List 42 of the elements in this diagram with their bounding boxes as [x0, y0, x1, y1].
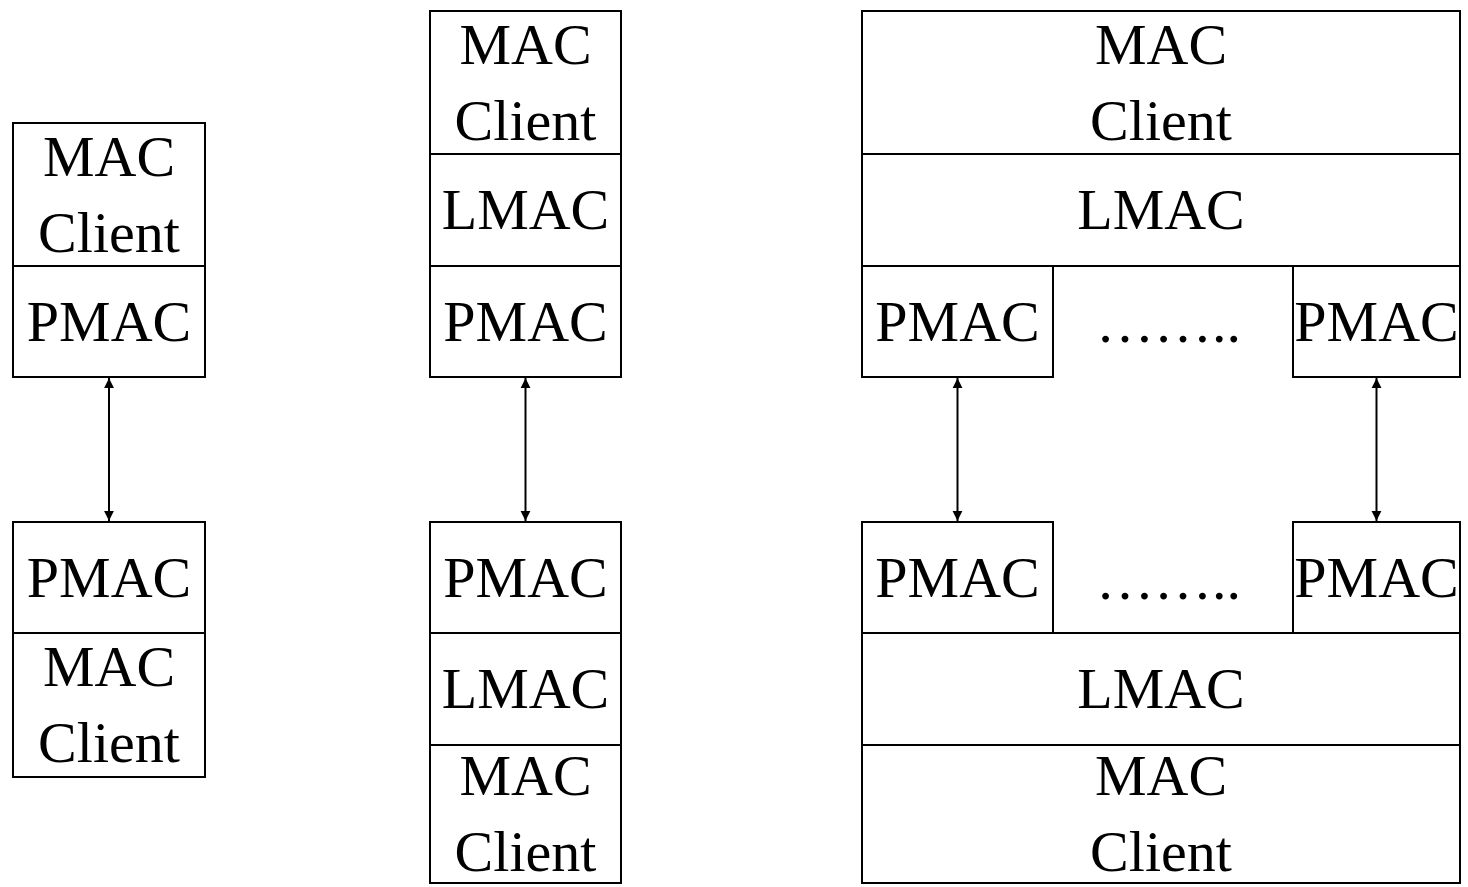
layer-box — [12, 632, 206, 778]
layer-label: MAC Client — [453, 742, 598, 886]
layer-box — [861, 632, 1461, 746]
layer-label: MAC Client — [37, 633, 181, 777]
ellipsis-text: …….. — [1096, 289, 1241, 357]
layer-label: MAC Client — [453, 10, 598, 155]
layer-box — [429, 10, 622, 155]
double-arrow — [520, 377, 531, 522]
layer-label: LMAC — [1077, 176, 1245, 244]
layer-label: MAC Client — [37, 122, 181, 267]
layer-label: LMAC — [441, 176, 610, 244]
layer-label: PMAC — [1294, 543, 1459, 612]
layer-box — [861, 521, 1054, 634]
layer-label: PMAC — [1294, 287, 1459, 356]
layer-label: LMAC — [1077, 655, 1245, 723]
layer-box — [429, 521, 622, 634]
layer-label: PMAC — [26, 287, 192, 356]
layer-label: PMAC — [443, 287, 608, 356]
layer-box — [1292, 521, 1461, 634]
layer-label: PMAC — [875, 287, 1040, 356]
layer-label: PMAC — [26, 543, 192, 612]
layer-box — [12, 122, 206, 267]
layer-label: MAC Client — [1089, 742, 1233, 886]
double-arrow — [104, 377, 114, 522]
layer-label: PMAC — [443, 543, 608, 612]
layer-box — [861, 744, 1461, 884]
layer-box — [429, 153, 622, 267]
layer-label: MAC Client — [1089, 10, 1233, 155]
layer-label: PMAC — [875, 543, 1040, 612]
layer-label: LMAC — [441, 655, 610, 723]
ellipsis-text: …….. — [1096, 546, 1241, 614]
layer-box — [429, 744, 622, 884]
double-arrow — [1371, 377, 1382, 522]
layer-box — [861, 153, 1461, 267]
layer-box — [429, 265, 622, 378]
layer-box — [429, 632, 622, 746]
layer-box — [861, 10, 1461, 155]
double-arrow — [952, 377, 963, 522]
layer-box — [1292, 265, 1461, 378]
layer-box — [12, 521, 206, 634]
layer-box — [861, 265, 1054, 378]
layer-box — [12, 265, 206, 378]
